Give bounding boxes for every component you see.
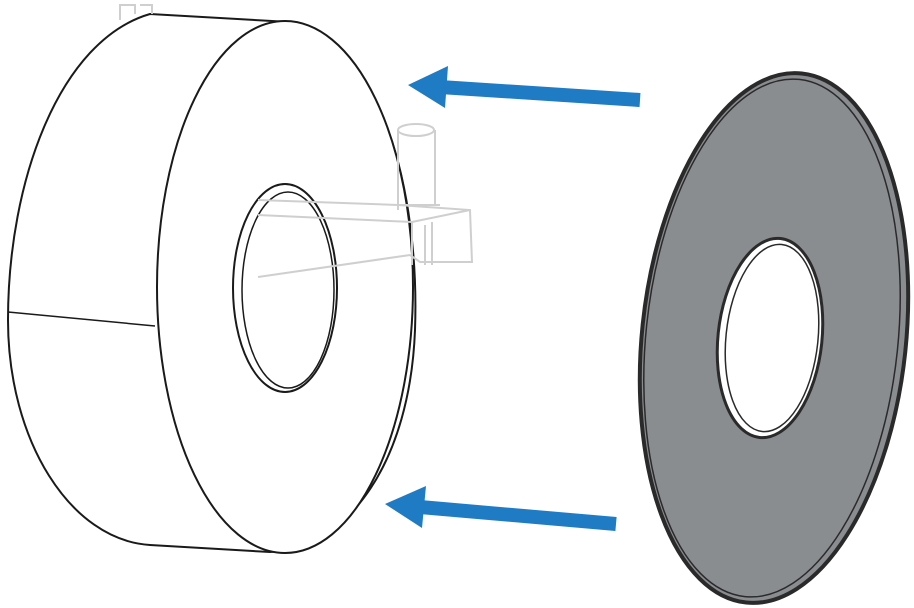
core-adapter-disc [637, 71, 911, 605]
disc-center-hole [715, 236, 825, 440]
disc-center-hole-inner-line [724, 243, 820, 433]
media-roll [6, 12, 417, 554]
spindle-post-cap [397, 123, 435, 137]
roll-core-hole-outer [232, 183, 338, 393]
disc-outer-edge-line [643, 78, 901, 598]
arrow-lower [385, 486, 617, 531]
roll-core-hole-inner [241, 191, 335, 389]
roll-holder-spindle [119, 4, 474, 278]
roll-seam-line [7, 311, 156, 327]
arrow-upper [408, 66, 641, 108]
spindle-top-clip [119, 4, 153, 20]
spindle-arm [257, 199, 474, 278]
spindle-post [397, 130, 436, 210]
